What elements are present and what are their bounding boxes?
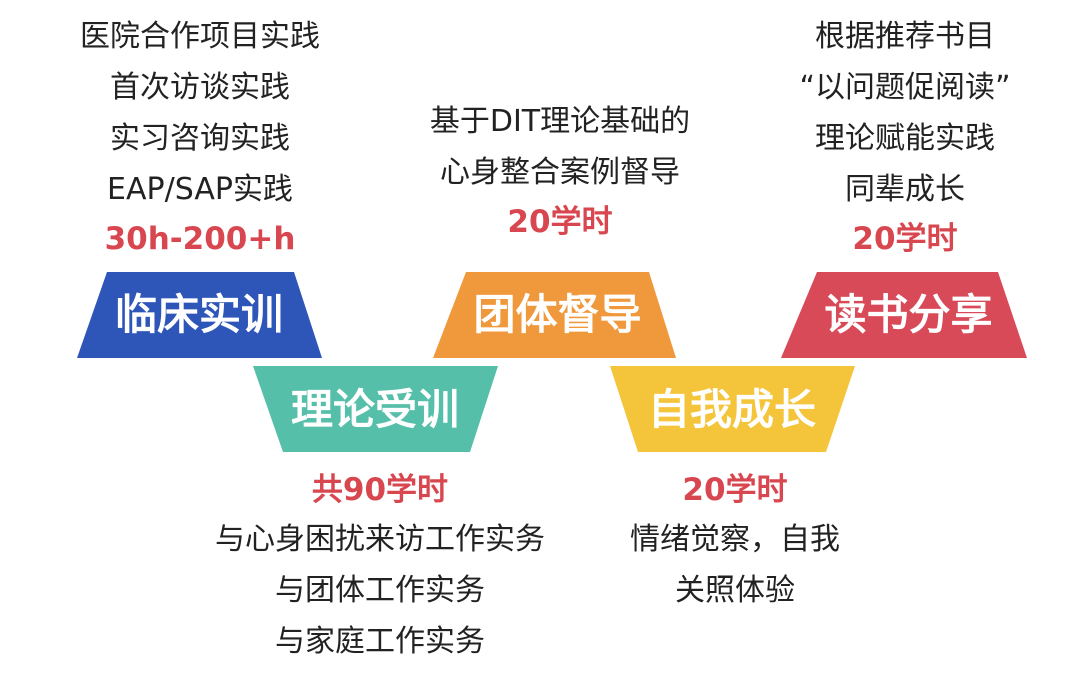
stage-label-self-growth: 自我成长 xyxy=(647,385,816,434)
stage-text-clinical-training: 医院合作项目实践 首次访谈实践 实习咨询实践 EAP/SAP实践 30h-200… xyxy=(40,11,360,263)
description-line: 情绪觉察，自我 xyxy=(630,522,840,557)
stage-text-group-supervision: 基于DIT理论基础的 心身整合案例督导 20学时 xyxy=(395,96,725,246)
stage-shape-clinical-training xyxy=(77,272,322,358)
description-line: 首次访谈实践 xyxy=(110,70,290,105)
stage-shape-self-growth xyxy=(610,366,855,452)
description-line: 理论赋能实践 xyxy=(815,121,995,156)
hours-label: 20学时 xyxy=(852,221,958,257)
description-line: 关照体验 xyxy=(675,573,795,608)
stage-label-clinical-training: 临床实训 xyxy=(114,290,283,339)
stage-shape-book-sharing xyxy=(781,272,1027,358)
stage-text-book-sharing: 根据推荐书目 “以问题促阅读” 理论赋能实践 同辈成长 20学时 xyxy=(745,11,1065,263)
description-line: 基于DIT理论基础的 xyxy=(429,104,691,139)
hours-label: 20学时 xyxy=(682,472,788,508)
description-line: 实习咨询实践 xyxy=(110,121,290,156)
stage-label-theory-training: 理论受训 xyxy=(290,385,459,434)
stage-label-group-supervision: 团体督导 xyxy=(473,290,642,339)
stage-shape-theory-training xyxy=(253,366,498,452)
description-line: 同辈成长 xyxy=(845,172,965,207)
stage-text-theory-training: 共90学时 与心身困扰来访工作实务 与团体工作实务 与家庭工作实务 xyxy=(170,466,590,667)
stage-text-self-growth: 20学时 情绪觉察，自我 关照体验 xyxy=(585,466,885,616)
description-line: 与家庭工作实务 xyxy=(275,624,485,659)
hours-label: 30h-200+h xyxy=(104,221,296,257)
hours-label: 共90学时 xyxy=(311,472,449,508)
description-line: 心身整合案例督导 xyxy=(440,155,680,190)
description-line: 根据推荐书目 xyxy=(815,19,995,54)
description-line: 医院合作项目实践 xyxy=(80,19,320,54)
stage-shape-group-supervision xyxy=(433,272,676,358)
description-line: “以问题促阅读” xyxy=(799,70,1011,105)
description-line: 与团体工作实务 xyxy=(275,573,485,608)
description-line: 与心身困扰来访工作实务 xyxy=(215,522,545,557)
hours-label: 20学时 xyxy=(507,204,613,240)
description-line: EAP/SAP实践 xyxy=(107,172,293,207)
stage-label-book-sharing: 读书分享 xyxy=(824,290,993,339)
